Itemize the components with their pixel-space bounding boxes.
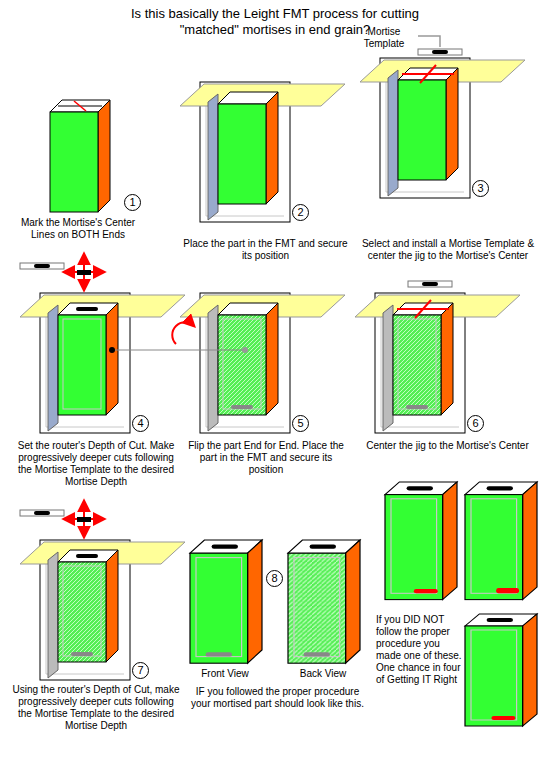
fmt-jig — [20, 293, 185, 433]
part-label: Mortise Template — [352, 26, 416, 50]
step-caption: Center the jig to the Mortise's Center — [360, 440, 535, 452]
callout-number: 5 — [292, 415, 309, 432]
callout-number: 6 — [467, 415, 484, 432]
fmt-jig — [360, 58, 525, 198]
note-text: If you DID NOT follow the proper procedu… — [376, 614, 462, 686]
fmt-jig — [20, 540, 185, 680]
wrong-part — [465, 614, 537, 726]
callout-number: 8 — [266, 570, 283, 587]
fmt-jig — [180, 293, 345, 433]
back-view-part — [288, 540, 360, 663]
mortise-template — [20, 263, 64, 269]
router-arrows — [64, 501, 104, 537]
flip-line — [112, 350, 245, 351]
step-caption: Mark the Mortise's Center Lines on BOTH … — [18, 217, 138, 241]
callout-number: 2 — [292, 204, 309, 221]
flip-dot — [109, 347, 115, 353]
fmt-jig — [180, 82, 345, 222]
step-caption: Select and install a Mortise Template & … — [350, 238, 546, 262]
step-caption: Set the router's Depth of Cut. Make prog… — [12, 440, 180, 488]
step-caption: Flip the part End for End. Place the par… — [182, 440, 350, 476]
marked-part — [50, 100, 110, 212]
step-caption: Place the part in the FMT and secure its… — [183, 238, 348, 262]
mortise-template — [408, 281, 452, 287]
wrong-part — [385, 482, 457, 600]
flip-dot — [242, 347, 248, 353]
callout-number: 1 — [124, 194, 141, 211]
callout-number: 7 — [132, 662, 149, 679]
front-view-part — [190, 540, 262, 663]
wrong-part — [465, 482, 537, 600]
flip-arrow — [172, 322, 194, 344]
step-caption: Using the router's Depth of Cut, make pr… — [10, 684, 182, 732]
router-arrows — [64, 254, 104, 290]
callout-number: 4 — [132, 415, 149, 432]
step-caption: IF you followed the proper procedure you… — [185, 686, 370, 710]
mortise-template — [418, 49, 462, 55]
leader-line — [418, 36, 440, 47]
mortise-template — [20, 510, 64, 516]
fmt-jig — [355, 293, 520, 433]
view-label: Back View — [280, 668, 366, 680]
callout-number: 3 — [472, 180, 489, 197]
view-label: Front View — [180, 668, 270, 680]
